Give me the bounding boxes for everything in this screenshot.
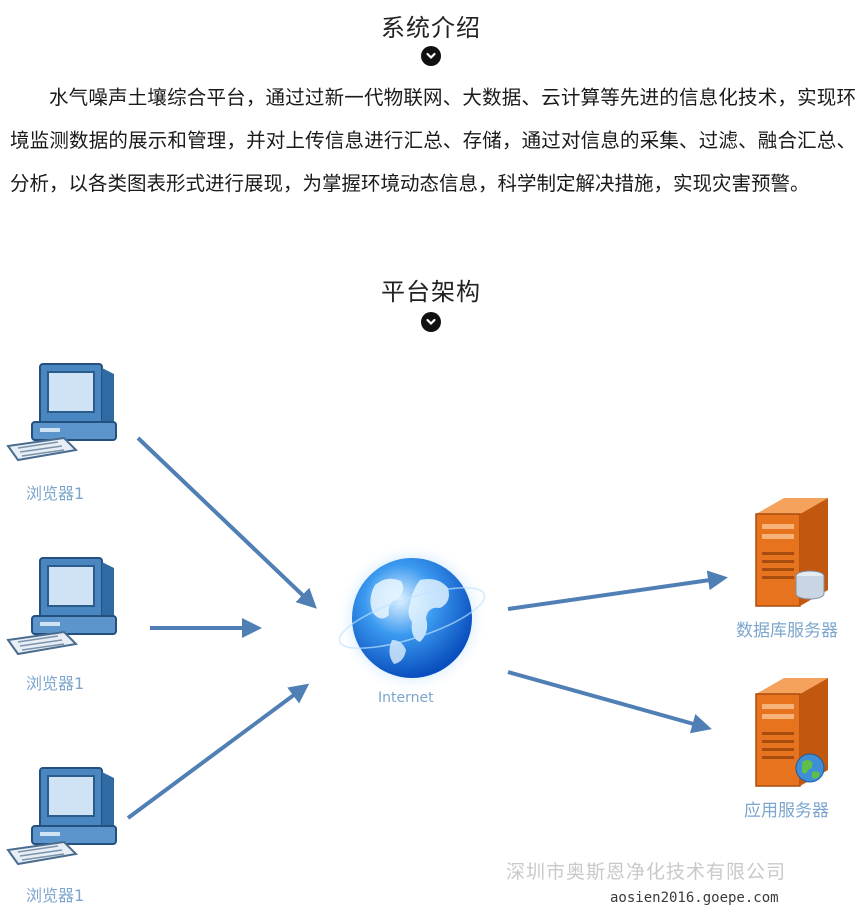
database-server-icon — [755, 498, 828, 607]
watermark-company: 深圳市奥斯恩净化技术有限公司 — [506, 861, 787, 883]
app-server-label: 应用服务器 — [744, 801, 829, 821]
globe-icon — [336, 542, 488, 694]
architecture-diagram: 浏览器1 浏览器1 浏览器1 Internet 数据库服务器 — [0, 340, 862, 918]
desktop-computer-icon — [6, 767, 117, 866]
desktop-computer-icon — [6, 363, 117, 462]
arrow-browser3-internet — [126, 683, 310, 820]
browser-label: 浏览器1 — [26, 484, 85, 503]
arrow-internet-db — [507, 570, 728, 611]
diagram-arrows — [126, 436, 728, 820]
arrow-internet-app — [507, 670, 712, 734]
section-title-intro: 系统介绍 — [381, 14, 481, 42]
section-title-architecture: 平台架构 — [381, 278, 481, 306]
application-server-icon — [755, 678, 828, 787]
arrow-browser1-internet — [136, 436, 317, 609]
chevron-down-icon[interactable] — [421, 312, 441, 332]
internet-label: Internet — [378, 690, 434, 706]
chevron-down-icon[interactable] — [421, 46, 441, 66]
browser-label: 浏览器1 — [26, 674, 85, 693]
watermark-site: aosien2016.goepe.com — [610, 890, 779, 906]
browser-label: 浏览器1 — [26, 886, 85, 905]
desktop-computer-icon — [6, 557, 117, 656]
db-server-label: 数据库服务器 — [736, 621, 838, 641]
intro-paragraph: 水气噪声土壤综合平台，通过过新一代物联网、大数据、云计算等先进的信息化技术，实现… — [10, 86, 856, 195]
